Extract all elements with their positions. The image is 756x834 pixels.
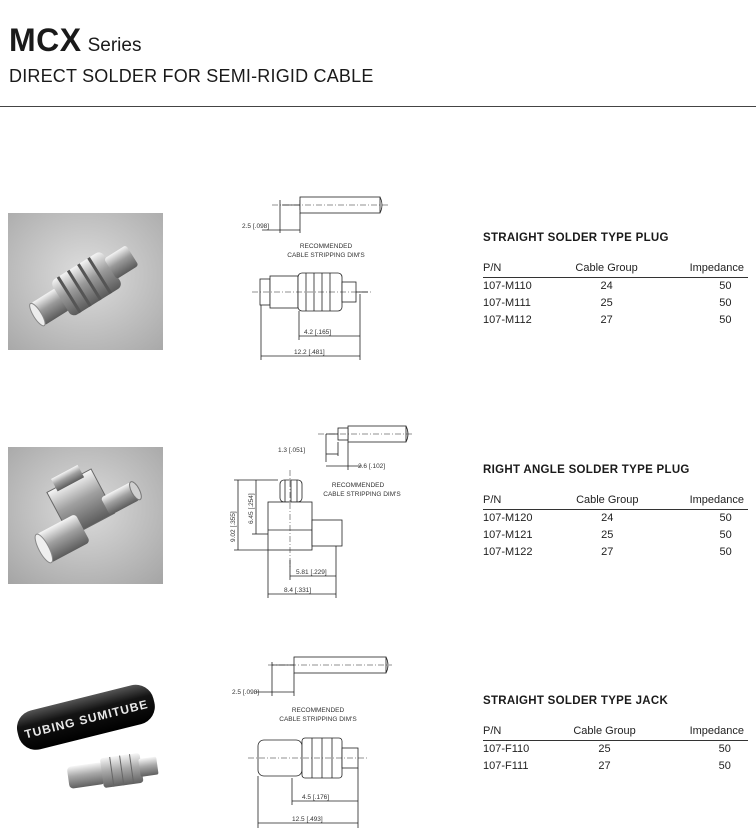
cell-pn: 107-M120 [483, 512, 533, 524]
table-row: 107-M111 25 50 [483, 295, 748, 312]
cell-impedance: 50 [719, 280, 732, 292]
straight-jack-drawing: 2.5 [.098] RECOMMENDED CABLE STRIPPING D… [228, 650, 398, 834]
cell-cable-group: 24 [601, 512, 614, 524]
table-row: 107-F110 25 50 [483, 741, 748, 759]
section-title: STRAIGHT SOLDER TYPE PLUG [483, 232, 669, 244]
col-pn: P/N [483, 492, 560, 510]
cell-cable-group: 27 [598, 760, 611, 772]
spec-straight-solder-plug: STRAIGHT SOLDER TYPE PLUG P/N Cable Grou… [483, 232, 748, 329]
cell-cable-group: 25 [600, 297, 613, 309]
inner-dim-label: 4.5 [.176] [302, 794, 329, 801]
part-table: P/N Cable Group Impedance 107-M110 24 50… [483, 260, 748, 329]
straight-plug-drawing: 2.5 [.098] RECOMMENDED CABLE STRIPPING D… [232, 188, 392, 363]
col-cable-group: Cable Group [558, 260, 655, 278]
section-title: STRAIGHT SOLDER TYPE JACK [483, 695, 669, 707]
stripping-note-line1: RECOMMENDED [292, 707, 345, 714]
cell-cable-group: 25 [601, 529, 614, 541]
cell-impedance: 50 [719, 529, 732, 541]
overall-dim-label: 8.4 [.331] [284, 587, 311, 594]
cell-cable-group: 24 [600, 280, 613, 292]
spec-right-angle-solder-plug: RIGHT ANGLE SOLDER TYPE PLUG P/N Cable G… [483, 464, 748, 561]
overall-dim-label: 12.2 [.481] [294, 349, 325, 356]
header-divider [0, 106, 756, 107]
height-outer-dim-label: 9.02 [.355] [230, 511, 237, 542]
inner-dim-label: 4.2 [.165] [304, 329, 331, 336]
series-name: MCX [9, 22, 82, 58]
series-label: Series [87, 35, 142, 56]
table-row: 107-M120 24 50 [483, 510, 748, 528]
cell-impedance: 50 [719, 512, 732, 524]
col-pn: P/N [483, 723, 556, 741]
cell-pn: 107-F110 [483, 743, 530, 755]
stripping-note-line2: CABLE STRIPPING DIM'S [287, 252, 365, 259]
col-cable-group: Cable Group [555, 723, 654, 741]
table-row: 107-M121 25 50 [483, 527, 748, 544]
strip-dim-label: 2.5 [.098] [232, 689, 259, 696]
table-row: 107-M122 27 50 [483, 544, 748, 561]
part-table: P/N Cable Group Impedance 107-F110 25 50… [483, 723, 748, 775]
table-row: 107-M112 27 50 [483, 312, 748, 329]
col-pn: P/N [483, 260, 559, 278]
overall-dim-label: 12.5 [.493] [292, 816, 323, 823]
part-table: P/N Cable Group Impedance 107-M120 24 50… [483, 492, 748, 561]
table-row: 107-M110 24 50 [483, 278, 748, 296]
stripping-note-line1: RECOMMENDED [300, 243, 353, 250]
table-row: 107-F111 27 50 [483, 758, 748, 775]
col-cable-group: Cable Group [559, 492, 656, 510]
cell-pn: 107-M122 [483, 546, 533, 558]
cell-pn: 107-F111 [483, 760, 529, 772]
cell-impedance: 50 [718, 760, 731, 772]
cell-impedance: 50 [719, 314, 732, 326]
cell-pn: 107-M111 [483, 297, 531, 309]
right-angle-plug-photo [8, 447, 163, 584]
straight-plug-photo [8, 213, 163, 350]
cell-impedance: 50 [719, 297, 732, 309]
spec-straight-solder-jack: STRAIGHT SOLDER TYPE JACK P/N Cable Grou… [483, 695, 748, 775]
page-subtitle: DIRECT SOLDER FOR SEMI-RIGID CABLE [9, 66, 374, 86]
col-impedance: Impedance [653, 723, 748, 741]
strip-dim-b-label: 2.6 [.102] [358, 463, 385, 470]
straight-jack-photo: TUBING SUMITUBE [8, 668, 163, 805]
cell-impedance: 50 [718, 743, 731, 755]
section-title: RIGHT ANGLE SOLDER TYPE PLUG [483, 464, 690, 476]
right-angle-plug-drawing: 1.3 [.051] 2.6 [.102] RECOMMENDED CABLE … [222, 420, 422, 605]
stripping-note-line1: RECOMMENDED [332, 482, 385, 489]
cell-cable-group: 27 [601, 546, 614, 558]
strip-dim-label: 2.5 [.098] [242, 223, 269, 230]
stripping-note-line2: CABLE STRIPPING DIM'S [279, 716, 357, 723]
height-inner-dim-label: 6.45 [.254] [248, 493, 255, 524]
col-impedance: Impedance [654, 260, 748, 278]
cell-cable-group: 27 [600, 314, 613, 326]
cell-pn: 107-M112 [483, 314, 532, 326]
cell-impedance: 50 [719, 546, 732, 558]
cell-pn: 107-M110 [483, 280, 532, 292]
inner-dim-label: 5.81 [.229] [296, 569, 327, 576]
strip-dim-a-label: 1.3 [.051] [278, 447, 305, 454]
cell-cable-group: 25 [598, 743, 611, 755]
cell-pn: 107-M121 [483, 529, 533, 541]
col-impedance: Impedance [655, 492, 748, 510]
stripping-note-line2: CABLE STRIPPING DIM'S [323, 491, 401, 498]
